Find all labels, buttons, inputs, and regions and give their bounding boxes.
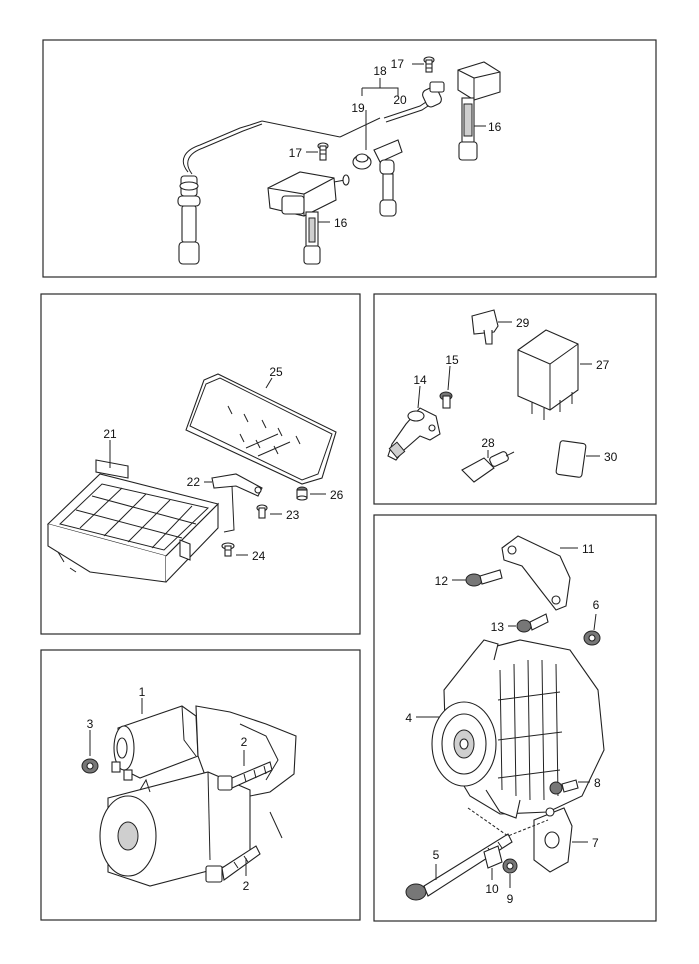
starter-group xyxy=(81,698,297,887)
cable-plug-boot-left xyxy=(177,175,201,265)
callout-5: 5 xyxy=(433,848,440,862)
relay-27 xyxy=(517,329,579,420)
callout-2-upper: 2 xyxy=(241,735,248,749)
callout-2-lower: 2 xyxy=(243,879,250,893)
starter-solenoid xyxy=(111,705,199,781)
clip-29 xyxy=(471,309,499,345)
bolt-15 xyxy=(439,391,453,409)
callout-25: 25 xyxy=(269,365,283,379)
hi-tension-cable xyxy=(182,120,263,173)
screw-23 xyxy=(256,504,268,519)
plug-boot-middle xyxy=(373,139,403,217)
sensor-14 xyxy=(387,407,441,461)
nut-3 xyxy=(81,758,99,774)
callout-6: 6 xyxy=(593,598,600,612)
callout-27: 27 xyxy=(596,358,610,372)
callout-9: 9 xyxy=(507,892,514,906)
callout-18: 18 xyxy=(373,64,387,78)
callout-16-upper: 16 xyxy=(488,120,502,134)
callout-26: 26 xyxy=(330,488,344,502)
bolt-13 xyxy=(516,613,549,633)
callout-labels: 17 18 19 20 16 17 16 25 21 22 26 23 24 2… xyxy=(87,57,618,906)
callout-20: 20 xyxy=(393,93,407,107)
callout-8: 8 xyxy=(594,776,601,790)
ignition-coil-upper xyxy=(429,61,501,161)
collar-10 xyxy=(483,845,503,869)
callout-12: 12 xyxy=(435,574,449,588)
callout-14: 14 xyxy=(413,373,427,387)
callout-15: 15 xyxy=(445,353,459,367)
bolt-8 xyxy=(549,779,579,795)
alternator-group xyxy=(405,535,605,901)
callout-29: 29 xyxy=(516,316,530,330)
callout-4: 4 xyxy=(405,711,412,725)
callout-28: 28 xyxy=(481,436,495,450)
panel-ecu xyxy=(40,293,361,635)
panel-starter xyxy=(40,649,361,921)
panel-ignition xyxy=(42,39,657,278)
callout-11: 11 xyxy=(582,542,595,556)
screw-24 xyxy=(221,542,235,557)
callout-19: 19 xyxy=(351,101,365,115)
callout-3: 3 xyxy=(87,717,94,731)
callout-bracket-18 xyxy=(361,78,399,96)
bolt-2-lower xyxy=(205,845,261,883)
starter-motor xyxy=(99,771,251,887)
callout-17-upper: 17 xyxy=(391,57,405,71)
panel-alternator xyxy=(373,514,657,922)
bracket-22 xyxy=(211,473,263,533)
bracket-7 xyxy=(533,807,573,873)
sensors-group xyxy=(387,309,600,483)
callout-30: 30 xyxy=(604,450,618,464)
callout-24: 24 xyxy=(252,549,266,563)
bolt-2-upper xyxy=(217,761,273,791)
callout-1: 1 xyxy=(139,685,146,699)
bolt-12 xyxy=(465,569,503,587)
pad-30 xyxy=(555,440,587,478)
callout-13: 13 xyxy=(491,620,505,634)
panel-sensors xyxy=(373,293,657,505)
ignition-coil-lower xyxy=(267,171,350,265)
callout-16-lower: 16 xyxy=(334,216,348,230)
callout-21: 21 xyxy=(103,427,117,441)
callout-17-lower: 17 xyxy=(289,146,303,160)
callout-23: 23 xyxy=(286,508,300,522)
ecu-cover-25 xyxy=(185,373,337,485)
bolt-17-lower xyxy=(317,142,329,161)
ecu-unit-21 xyxy=(46,459,220,583)
alternator-4 xyxy=(431,639,605,819)
starter-housing xyxy=(195,705,297,799)
callout-10: 10 xyxy=(485,882,499,896)
bracket-11 xyxy=(501,535,578,611)
callout-22: 22 xyxy=(187,475,201,489)
ignition-group xyxy=(177,56,501,265)
boot-19 xyxy=(352,110,372,170)
ecu-group xyxy=(46,373,337,583)
connector-28 xyxy=(461,451,515,483)
bolt-17-upper xyxy=(423,56,435,73)
nut-26 xyxy=(296,486,308,501)
callout-7: 7 xyxy=(592,836,599,850)
